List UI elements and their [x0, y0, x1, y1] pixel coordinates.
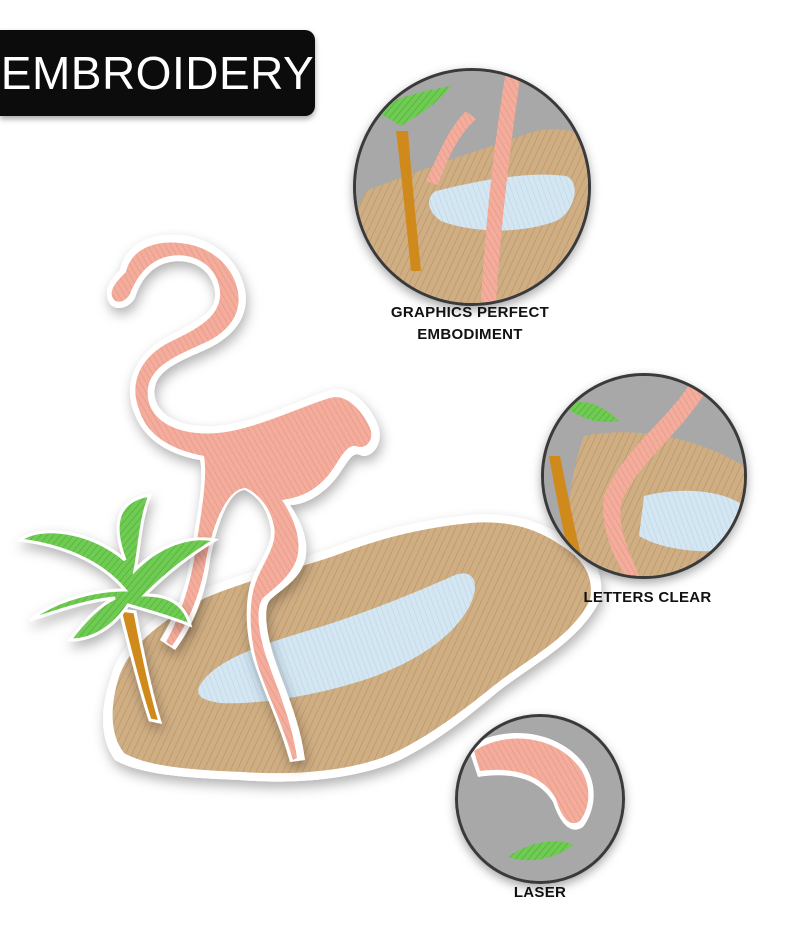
flamingo-shape — [106, 234, 380, 762]
callout-graphics-line2: EMBODIMENT — [417, 326, 523, 343]
zoom-lens-letters — [541, 373, 747, 579]
title-badge: EMBROIDERY — [0, 30, 315, 116]
callout-letters-label: LETTERS CLEAR — [583, 589, 712, 606]
palm-tree-shape — [16, 493, 220, 724]
callout-laser-label: LASER — [513, 884, 567, 901]
callout-graphics-line1: GRAPHICS PERFECT — [390, 304, 550, 321]
zoom-lens-laser — [455, 714, 625, 884]
zoom-lens-graphics — [353, 68, 591, 306]
title-text: EMBROIDERY — [0, 47, 315, 99]
callout-graphics-label: GRAPHICS PERFECT EMBODIMENT — [360, 302, 580, 346]
